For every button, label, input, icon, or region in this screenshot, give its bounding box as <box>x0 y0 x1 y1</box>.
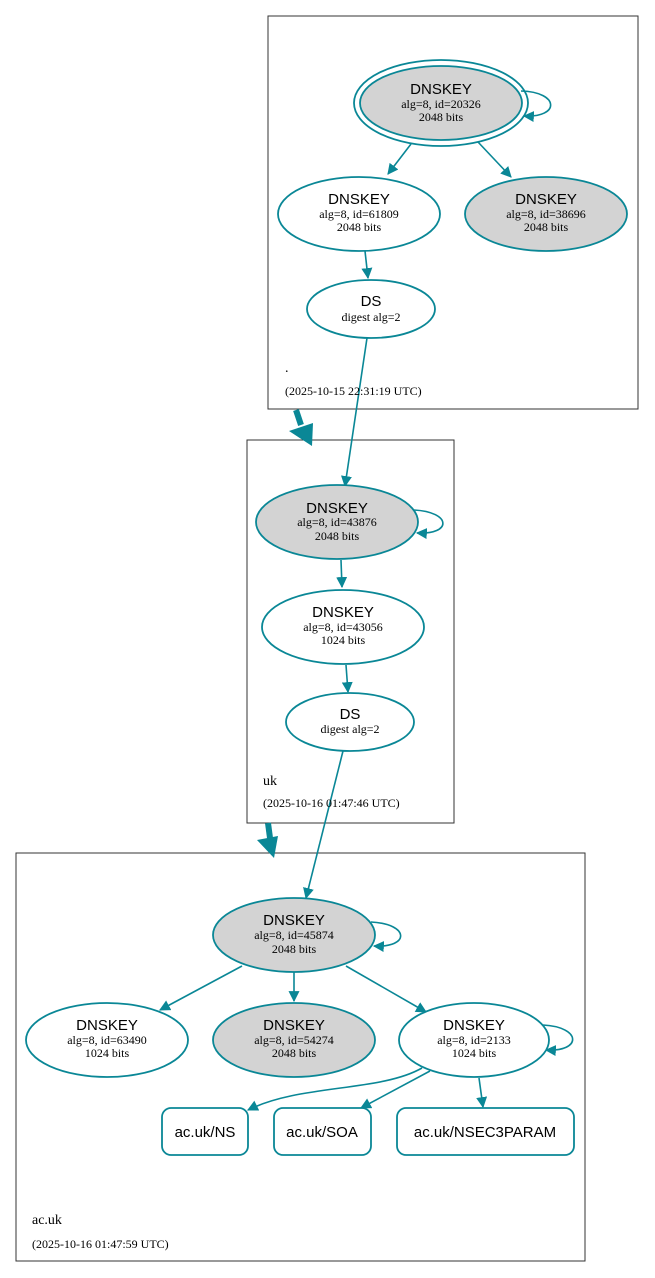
node-title: DNSKEY <box>312 604 374 621</box>
zone-timestamp-root: (2025-10-15 22:31:19 UTC) <box>285 384 422 398</box>
edge-uk-ksk-self <box>413 509 444 540</box>
node-ac-zsk: DNSKEY alg=8, id=2133 1024 bits <box>398 1002 550 1078</box>
edge-ac-ksk-self <box>370 921 402 953</box>
node-uk-ksk: DNSKEY alg=8, id=43876 2048 bits <box>255 484 419 560</box>
zone-timestamp-acuk: (2025-10-16 01:47:59 UTC) <box>32 1237 169 1251</box>
node-title: DNSKEY <box>443 1017 505 1034</box>
edge-root-ds-to-uk-ksk <box>341 337 368 488</box>
rrset-label: ac.uk/NS <box>175 1124 236 1141</box>
node-title: DNSKEY <box>410 81 472 98</box>
node-ac-key1: DNSKEY alg=8, id=63490 1024 bits <box>25 1002 189 1078</box>
node-uk-ds: DS digest alg=2 <box>285 692 415 752</box>
zone-box-uk <box>246 439 455 824</box>
edge-root-ksk-self <box>520 90 552 123</box>
node-detail-key: alg=8, id=43876 <box>297 515 377 529</box>
rrset-label: ac.uk/SOA <box>286 1124 358 1141</box>
edge-root-ksk-to-zsk <box>387 143 412 175</box>
edge-ac-ksk-to-key1 <box>159 965 243 1011</box>
edges <box>159 90 574 1111</box>
node-title: DNSKEY <box>263 912 325 929</box>
node-detail-key: alg=8, id=43056 <box>303 620 383 634</box>
node-detail-key: alg=8, id=54274 <box>254 1033 334 1047</box>
zone-label-acuk: ac.uk <box>32 1213 62 1228</box>
node-detail-size: 2048 bits <box>315 529 360 543</box>
node-title: DS <box>340 706 361 723</box>
node-detail-size: 1024 bits <box>452 1046 497 1060</box>
edge-ac-zsk-to-nsec3param <box>476 1077 488 1109</box>
node-detail-size: 2048 bits <box>272 1046 317 1060</box>
node-detail-size: 2048 bits <box>524 220 569 234</box>
edge-uk-ksk-to-zsk <box>336 559 348 589</box>
edge-ac-zsk-self <box>542 1024 574 1057</box>
node-ac-ksk: DNSKEY alg=8, id=45874 2048 bits <box>212 897 376 973</box>
rrset-ns: ac.uk/NS <box>161 1107 249 1156</box>
node-title: DNSKEY <box>76 1017 138 1034</box>
node-detail-key: alg=8, id=61809 <box>319 207 399 221</box>
node-root-ds: DS digest alg=2 <box>306 279 436 339</box>
delegation-arrow-root-to-uk <box>289 409 313 446</box>
node-detail-key: alg=8, id=63490 <box>67 1033 147 1047</box>
node-root-key3: DNSKEY alg=8, id=38696 2048 bits <box>464 176 628 252</box>
node-title: DNSKEY <box>328 191 390 208</box>
node-detail-key: alg=8, id=20326 <box>401 97 481 111</box>
trust-anchor-outer-ring <box>353 59 529 147</box>
edge-ac-zsk-to-soa <box>360 1070 431 1109</box>
node-detail-key: alg=8, id=45874 <box>254 928 334 942</box>
node-detail-key: alg=8, id=2133 <box>437 1033 511 1047</box>
zone-box-acuk <box>15 852 586 1262</box>
node-title: DS <box>361 293 382 310</box>
node-detail-size: 2048 bits <box>272 942 317 956</box>
edge-uk-zsk-to-ds <box>341 664 353 694</box>
delegation-arrow-uk-to-acuk <box>257 822 278 858</box>
node-detail-size: 1024 bits <box>321 633 366 647</box>
node-ac-key2: DNSKEY alg=8, id=54274 2048 bits <box>212 1002 376 1078</box>
node-detail-digest: digest alg=2 <box>341 310 400 324</box>
node-detail-digest: digest alg=2 <box>320 722 379 736</box>
zone-label-uk: uk <box>263 774 277 789</box>
edge-root-ksk-to-key3 <box>477 141 512 178</box>
edge-root-zsk-to-ds <box>361 250 373 280</box>
rrset-label: ac.uk/NSEC3PARAM <box>414 1124 556 1141</box>
node-uk-zsk: DNSKEY alg=8, id=43056 1024 bits <box>261 589 425 665</box>
edge-ac-zsk-to-ns <box>247 1067 423 1111</box>
edge-ac-ksk-to-zsk <box>345 965 427 1013</box>
node-title: DNSKEY <box>263 1017 325 1034</box>
node-root-zsk: DNSKEY alg=8, id=61809 2048 bits <box>277 176 441 252</box>
node-detail-key: alg=8, id=38696 <box>506 207 586 221</box>
node-detail-size: 2048 bits <box>337 220 382 234</box>
zone-label-root: . <box>285 361 289 376</box>
rrset-nsec3param: ac.uk/NSEC3PARAM <box>396 1107 575 1156</box>
node-title: DNSKEY <box>306 500 368 517</box>
node-title: DNSKEY <box>515 191 577 208</box>
zone-timestamp-uk: (2025-10-16 01:47:46 UTC) <box>263 796 400 810</box>
edge-uk-ds-to-ac-ksk <box>303 750 344 900</box>
node-detail-size: 1024 bits <box>85 1046 130 1060</box>
node-root-ksk: DNSKEY alg=8, id=20326 2048 bits <box>353 59 529 147</box>
node-root-ksk-shape <box>359 65 523 141</box>
rrset-soa: ac.uk/SOA <box>273 1107 372 1156</box>
zone-box-root <box>267 15 639 410</box>
node-detail-size: 2048 bits <box>419 110 464 124</box>
